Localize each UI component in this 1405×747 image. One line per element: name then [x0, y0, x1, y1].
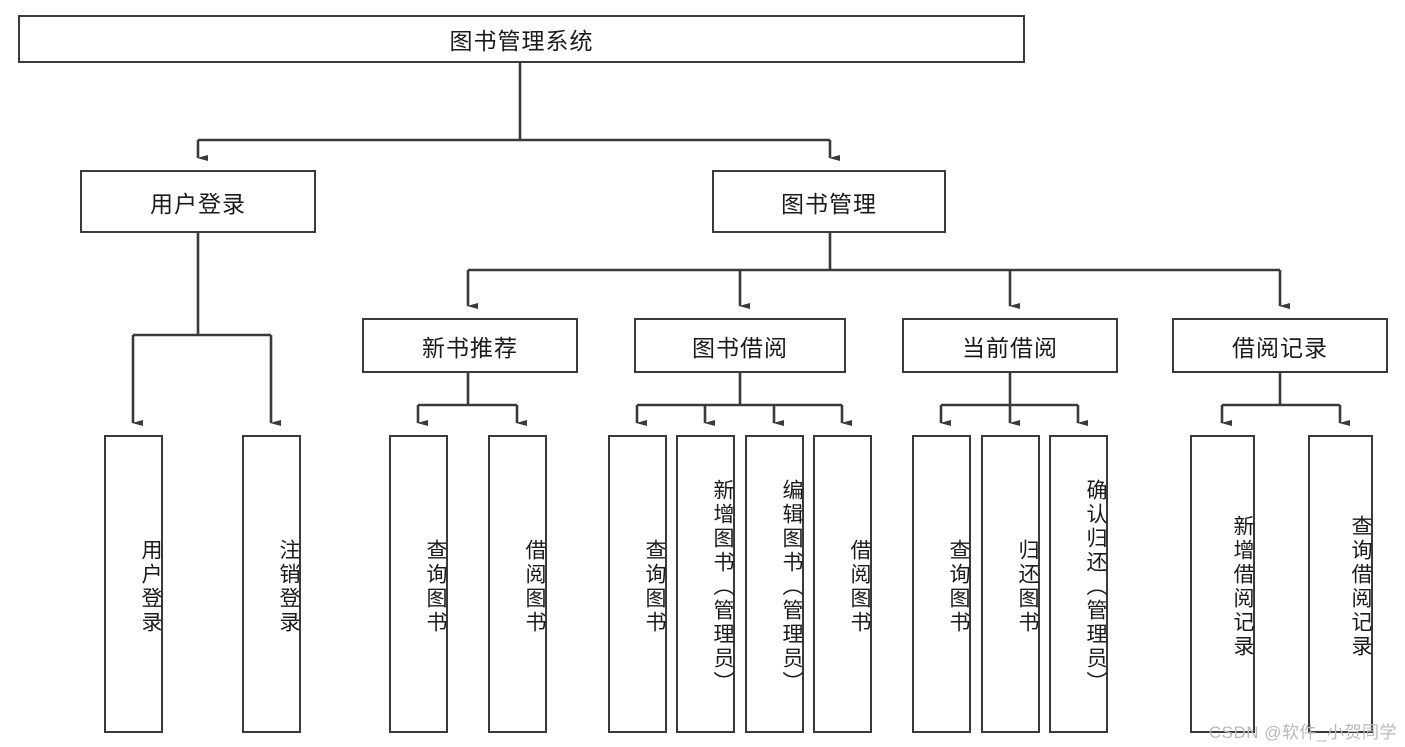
- node-leaf-query-book-1-label: 查询图书: [424, 539, 447, 635]
- node-leaf-user-login[interactable]: 用户登录: [104, 435, 163, 733]
- node-current-borrow-label: 当前借阅: [962, 334, 1058, 361]
- node-leaf-query-book-3[interactable]: 查询图书: [912, 435, 971, 733]
- node-root[interactable]: 图书管理系统: [18, 15, 1025, 63]
- node-leaf-return-book-label: 归还图书: [1016, 539, 1039, 635]
- node-leaf-query-book-2-label: 查询图书: [643, 539, 666, 635]
- node-book-manage[interactable]: 图书管理: [712, 170, 946, 233]
- csdn-watermark: CSDN @软件_小贺同学: [1208, 723, 1397, 742]
- node-root-label: 图书管理系统: [449, 28, 594, 54]
- node-leaf-add-record-label: 新增借阅记录: [1231, 515, 1254, 659]
- node-leaf-borrow-book-2-label: 借阅图书: [848, 539, 871, 635]
- node-leaf-add-record[interactable]: 新增借阅记录: [1190, 435, 1255, 733]
- node-leaf-logout[interactable]: 注销登录: [242, 435, 301, 733]
- node-leaf-confirm-return[interactable]: 确认归还（管理员）: [1049, 435, 1108, 733]
- node-user-login-label: 用户登录: [150, 190, 246, 217]
- node-borrow-record-label: 借阅记录: [1232, 334, 1328, 361]
- node-leaf-query-record[interactable]: 查询借阅记录: [1308, 435, 1373, 733]
- node-leaf-add-book[interactable]: 新增图书（管理员）: [676, 435, 735, 733]
- node-leaf-edit-book[interactable]: 编辑图书（管理员）: [745, 435, 804, 733]
- node-borrow-record[interactable]: 借阅记录: [1172, 318, 1388, 373]
- node-leaf-query-book-2[interactable]: 查询图书: [608, 435, 667, 733]
- node-new-book-rec[interactable]: 新书推荐: [362, 318, 578, 373]
- node-book-manage-label: 图书管理: [781, 190, 877, 217]
- node-leaf-query-record-label: 查询借阅记录: [1349, 515, 1372, 659]
- node-leaf-logout-label: 注销登录: [277, 539, 300, 635]
- node-leaf-confirm-return-label: 确认归还（管理员）: [1084, 479, 1107, 695]
- node-user-login[interactable]: 用户登录: [80, 170, 316, 233]
- node-current-borrow[interactable]: 当前借阅: [902, 318, 1118, 373]
- node-leaf-borrow-book-1-label: 借阅图书: [523, 539, 546, 635]
- node-leaf-user-login-label: 用户登录: [139, 539, 162, 635]
- node-leaf-edit-book-label: 编辑图书（管理员）: [780, 479, 803, 695]
- node-leaf-add-book-label: 新增图书（管理员）: [711, 479, 734, 695]
- node-leaf-return-book[interactable]: 归还图书: [981, 435, 1040, 733]
- node-leaf-borrow-book-1[interactable]: 借阅图书: [488, 435, 547, 733]
- node-leaf-query-book-1[interactable]: 查询图书: [389, 435, 448, 733]
- node-leaf-query-book-3-label: 查询图书: [947, 539, 970, 635]
- node-book-borrow-label: 图书借阅: [692, 334, 788, 361]
- node-book-borrow[interactable]: 图书借阅: [634, 318, 846, 373]
- node-new-book-rec-label: 新书推荐: [422, 334, 518, 361]
- node-leaf-borrow-book-2[interactable]: 借阅图书: [813, 435, 872, 733]
